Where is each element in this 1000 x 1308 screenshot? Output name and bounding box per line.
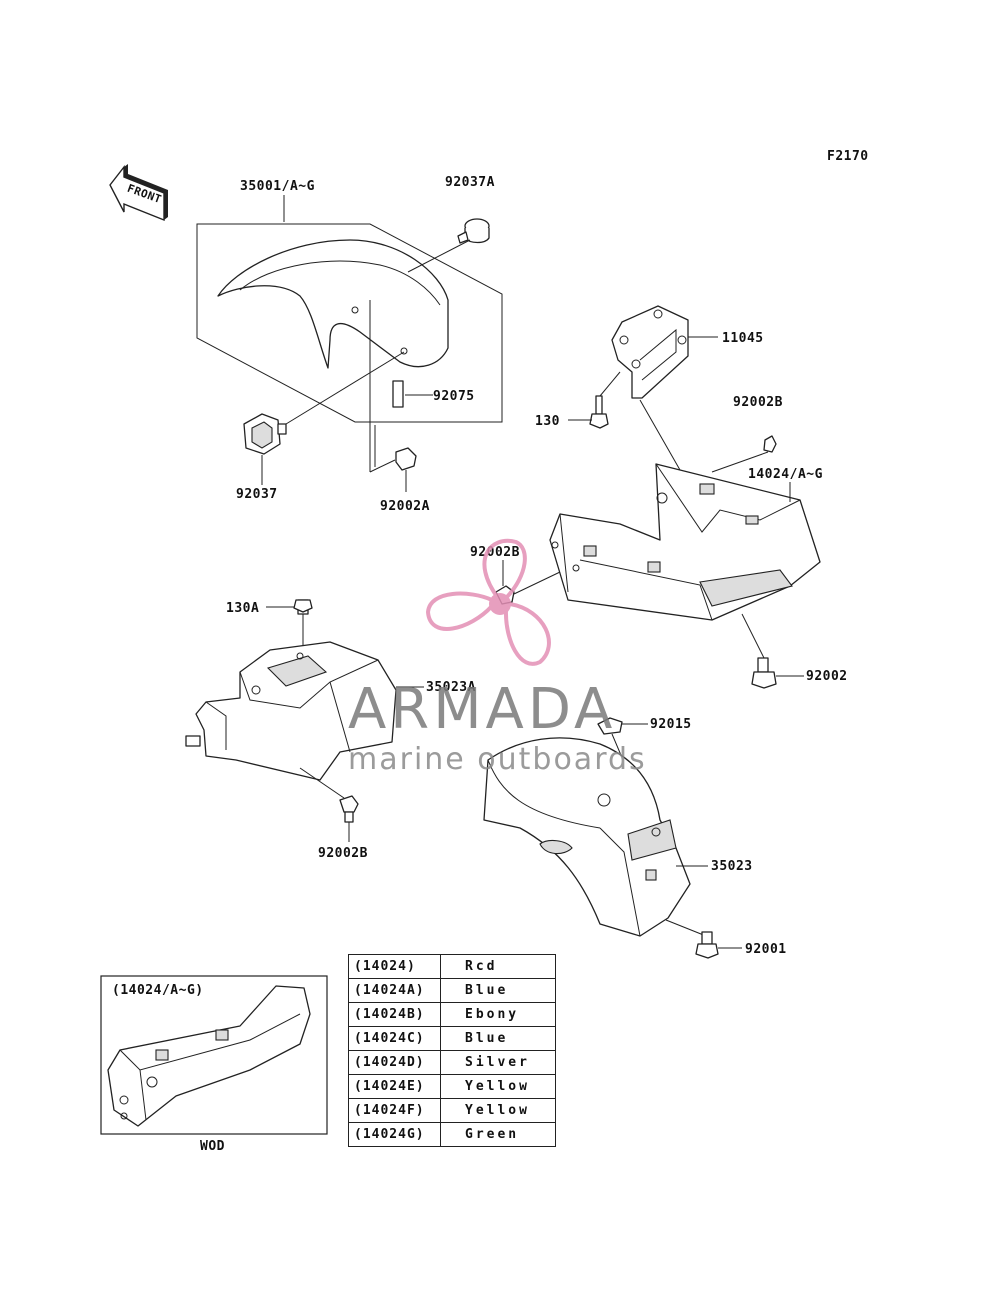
- callout-92002B-mid: 92002B: [470, 545, 520, 560]
- front-fender-group: [196, 195, 503, 492]
- color-table-row: (14024A)Blue: [348, 978, 556, 1003]
- callout-130: 130: [535, 414, 560, 429]
- part-code-cell: (14024E): [348, 1074, 441, 1099]
- color-table-row: (14024C)Blue: [348, 1026, 556, 1051]
- callout-92002B-bot: 92002B: [318, 846, 368, 861]
- callout-35023: 35023: [711, 859, 753, 874]
- part-code-cell: (14024F): [348, 1098, 441, 1123]
- callout-92015: 92015: [650, 717, 692, 732]
- part-code-cell: (14024D): [348, 1050, 441, 1075]
- part-code-cell: (14024C): [348, 1026, 441, 1051]
- part-color-cell: Rcd: [440, 954, 556, 979]
- part-code-cell: (14024A): [348, 978, 441, 1003]
- part-code-cell: (14024B): [348, 1002, 441, 1027]
- callout-92002B-top: 92002B: [733, 395, 783, 410]
- watermark-tagline: marine outboards: [348, 742, 647, 777]
- color-table-row: (14024B)Ebony: [348, 1002, 556, 1027]
- watermark-brand: ARMADA: [348, 677, 616, 742]
- part-color-cell: Blue: [440, 978, 556, 1003]
- color-table-row: (14024D)Silver: [348, 1050, 556, 1075]
- callout-35001: 35001/A~G: [240, 179, 315, 194]
- part-color-cell: Ebony: [440, 1002, 556, 1027]
- color-table-row: (14024)Rcd: [348, 954, 556, 979]
- rear-fender-35023: [483, 717, 742, 959]
- color-table-row: (14024E)Yellow: [348, 1074, 556, 1099]
- inset-title: (14024/A~G): [112, 983, 204, 998]
- callout-92002A: 92002A: [380, 499, 430, 514]
- figure-code: F2170: [827, 149, 869, 164]
- part-code-cell: (14024G): [348, 1122, 441, 1147]
- callout-35023A: 35023A: [426, 680, 476, 695]
- callout-11045: 11045: [722, 331, 764, 346]
- part-color-cell: Silver: [440, 1050, 556, 1075]
- part-code-cell: (14024): [348, 954, 441, 979]
- callout-92002: 92002: [806, 669, 848, 684]
- inset-caption: WOD: [200, 1139, 225, 1154]
- part-color-cell: Blue: [440, 1026, 556, 1051]
- bracket-11045: [568, 305, 718, 506]
- color-table-row: (14024F)Yellow: [348, 1098, 556, 1123]
- callout-92001: 92001: [745, 942, 787, 957]
- callout-92075: 92075: [433, 389, 475, 404]
- part-color-cell: Yellow: [440, 1074, 556, 1099]
- callout-92037A: 92037A: [445, 175, 495, 190]
- callout-92037: 92037: [236, 487, 278, 502]
- armada-logo-icon: [425, 538, 551, 666]
- inner-fender-35023A: [185, 599, 424, 842]
- inset-box: [100, 975, 328, 1135]
- color-table: (14024)Rcd(14024A)Blue(14024B)Ebony(1402…: [348, 954, 556, 1147]
- part-color-cell: Yellow: [440, 1098, 556, 1123]
- color-table-row: (14024G)Green: [348, 1122, 556, 1147]
- callout-14024: 14024/A~G: [748, 467, 823, 482]
- front-arrow-icon: FRONT: [109, 164, 168, 222]
- callout-130A: 130A: [226, 601, 259, 616]
- part-color-cell: Green: [440, 1122, 556, 1147]
